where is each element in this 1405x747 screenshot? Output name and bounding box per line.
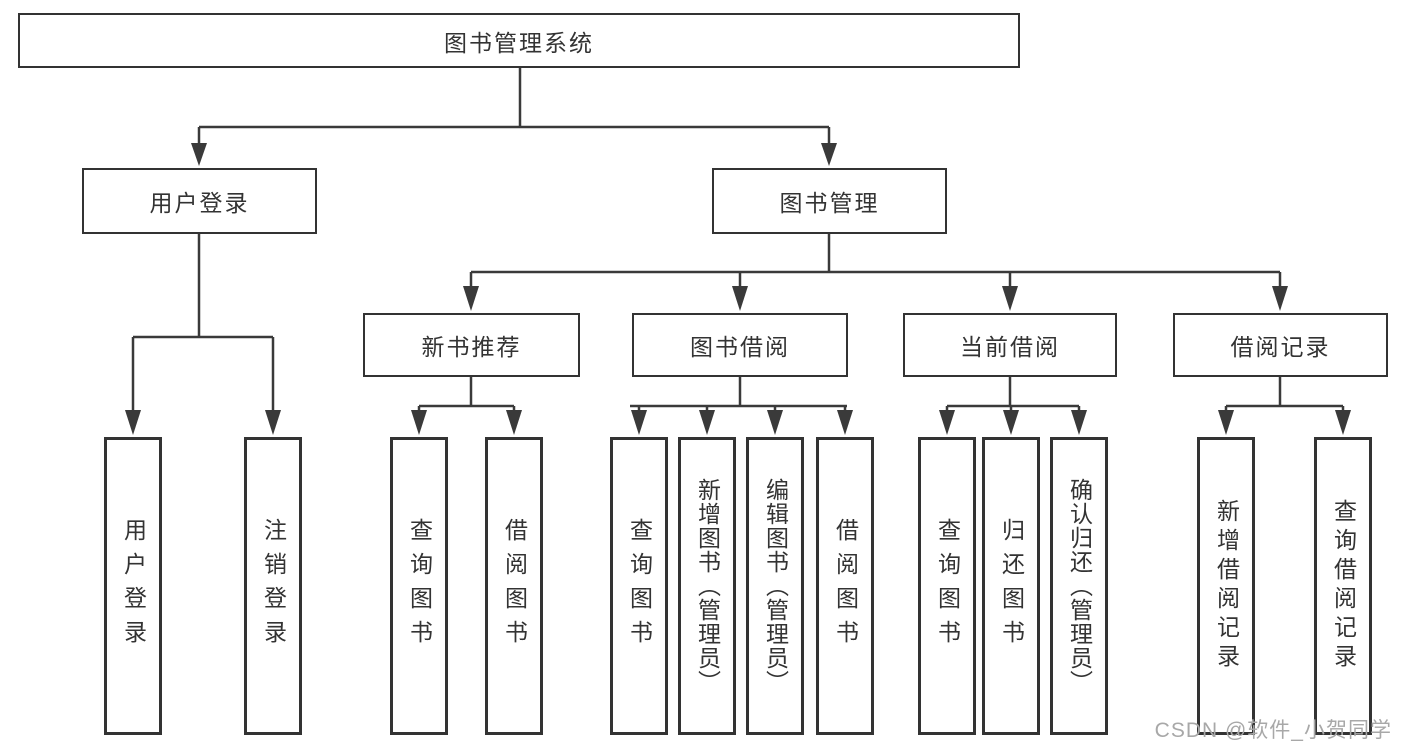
- node-library-management-system: 图书管理系统: [18, 13, 1020, 68]
- leaf-user-login: 用户登录: [104, 437, 162, 735]
- leaf-add-borrow-record: 新增借阅记录: [1197, 437, 1255, 735]
- leaf-return-book: 归还图书: [982, 437, 1040, 735]
- connector-mgmt-to-level3: [469, 234, 1282, 288]
- leaf-add-book-admin: 新增图书（管理员）: [678, 437, 736, 735]
- node-user-login: 用户登录: [82, 168, 317, 234]
- leaf-query-books-current: 查询图书: [918, 437, 976, 735]
- connector-current-to-leaves: [945, 377, 1081, 412]
- connector-record-to-leaves: [1224, 377, 1345, 412]
- arrowheads: [125, 143, 1351, 435]
- leaf-query-borrow-record: 查询借阅记录: [1314, 437, 1372, 735]
- connector-newbook-to-leaves: [417, 377, 516, 412]
- leaf-logout: 注销登录: [244, 437, 302, 735]
- leaf-query-books-newbook: 查询图书: [390, 437, 448, 735]
- node-book-management: 图书管理: [712, 168, 947, 234]
- node-current-borrow: 当前借阅: [903, 313, 1117, 377]
- leaf-query-books-borrow: 查询图书: [610, 437, 668, 735]
- node-borrow-record: 借阅记录: [1173, 313, 1388, 377]
- leaf-borrow-books-borrow: 借阅图书: [816, 437, 874, 735]
- leaf-edit-book-admin: 编辑图书（管理员）: [746, 437, 804, 735]
- connector-root-to-level2: [197, 68, 831, 145]
- leaf-borrow-books-newbook: 借阅图书: [485, 437, 543, 735]
- connector-login-to-leaves: [131, 234, 275, 412]
- watermark: CSDN @软件_小贺同学: [1154, 719, 1392, 742]
- node-book-borrow: 图书借阅: [632, 313, 848, 377]
- node-new-book-recommend: 新书推荐: [363, 313, 580, 377]
- connector-borrow-to-leaves: [630, 377, 847, 412]
- leaf-confirm-return-admin: 确认归还（管理员）: [1050, 437, 1108, 735]
